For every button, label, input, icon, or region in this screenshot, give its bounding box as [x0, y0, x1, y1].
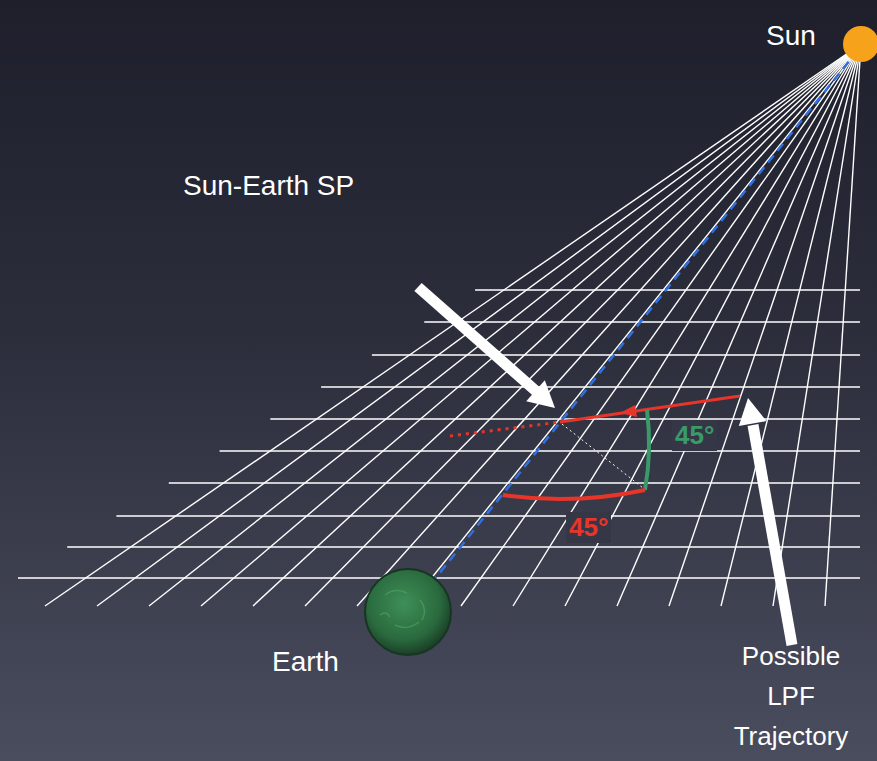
grid-ray — [461, 44, 861, 606]
trajectory-line — [560, 396, 740, 422]
grid-ray — [565, 44, 861, 606]
grid-row — [270, 418, 860, 419]
grid-ray — [149, 44, 861, 606]
angle-label: 45° — [672, 420, 717, 451]
grid-ray — [617, 44, 861, 606]
grid-ray — [409, 44, 861, 606]
grid-row — [67, 546, 860, 547]
grid-ray — [305, 44, 861, 606]
grid-row — [220, 450, 860, 451]
grid-ray — [721, 44, 861, 606]
pointer-arrow — [418, 287, 537, 392]
trajectory-label: Possible LPF Trajectory — [716, 636, 866, 756]
earth-texture — [380, 590, 425, 627]
sun-earth-line — [430, 50, 858, 585]
grid-row — [169, 482, 860, 483]
projection-line — [562, 424, 643, 488]
grid-ray — [773, 44, 861, 606]
grid-ray — [97, 44, 861, 606]
grid-lines — [18, 44, 861, 606]
point-label: Sun-Earth SP — [183, 170, 354, 202]
earth-symbol — [365, 569, 451, 655]
pointer-arrowhead — [526, 380, 555, 408]
grid-row — [116, 515, 860, 516]
trajectory-dotted — [450, 422, 560, 436]
angle-label: 45° — [566, 512, 611, 543]
angle-arc — [503, 490, 645, 499]
pointer-arrow — [753, 425, 792, 645]
pointer-arrowhead — [739, 398, 767, 426]
grid-ray — [513, 44, 861, 606]
grid-row — [372, 354, 860, 355]
grid-row — [18, 577, 860, 578]
grid-ray — [357, 44, 861, 606]
sun-label: Sun — [766, 20, 816, 52]
grid-ray — [201, 44, 861, 606]
angle-arc — [645, 410, 649, 490]
grid-row — [321, 386, 860, 387]
trajectory-arrowhead — [620, 405, 637, 417]
grid-ray — [825, 44, 861, 606]
earth-label: Earth — [272, 646, 339, 678]
grid-ray — [45, 44, 861, 606]
sun-symbol — [843, 26, 877, 62]
